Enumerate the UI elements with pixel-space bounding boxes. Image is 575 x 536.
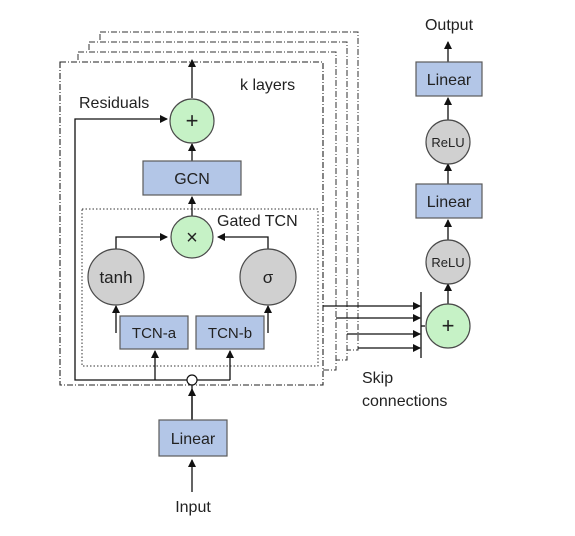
skip-sum-symbol: + — [442, 313, 455, 338]
sigma-to-multiply — [217, 233, 269, 254]
tanh-to-multiply — [115, 233, 168, 254]
tcn-a-label: TCN-a — [132, 325, 177, 342]
mid-linear-box — [415, 183, 483, 219]
input-linear-box — [158, 419, 228, 457]
input-linear-label: Linear — [171, 431, 216, 448]
residual-connection — [74, 115, 168, 381]
gated-tcn-region — [81, 208, 319, 367]
skip-sum-node — [425, 303, 471, 349]
relu-top-label: ReLU — [431, 135, 464, 150]
output-linear-box — [415, 61, 483, 97]
split-node — [186, 374, 198, 386]
sigma-label: σ — [263, 268, 274, 287]
residual-sum-node — [169, 98, 215, 144]
skip-label-line2: connections — [362, 393, 447, 410]
tanh-node — [87, 248, 145, 306]
mid-linear-label: Linear — [427, 194, 472, 211]
relu-top-node — [425, 119, 471, 165]
multiply-symbol: × — [186, 227, 198, 249]
relu-bottom-node — [425, 239, 471, 285]
tcn-b-label: TCN-b — [208, 325, 252, 342]
skip-label-line1: Skip — [362, 370, 393, 387]
tcn-a-box — [119, 315, 189, 350]
multiply-node — [170, 215, 214, 259]
input-label: Input — [175, 499, 211, 516]
tcn-b-box — [195, 315, 265, 350]
sigma-node — [239, 248, 297, 306]
output-label: Output — [425, 17, 474, 34]
k-layers-label: k layers — [240, 77, 295, 94]
gated-tcn-label: Gated TCN — [217, 213, 298, 230]
output-linear-label: Linear — [427, 72, 472, 89]
relu-bottom-label: ReLU — [431, 255, 464, 270]
gcn-box — [142, 160, 242, 196]
residuals-label: Residuals — [79, 95, 149, 112]
gcn-label: GCN — [174, 171, 210, 188]
residual-sum-symbol: + — [186, 108, 199, 133]
tanh-label: tanh — [99, 268, 132, 287]
